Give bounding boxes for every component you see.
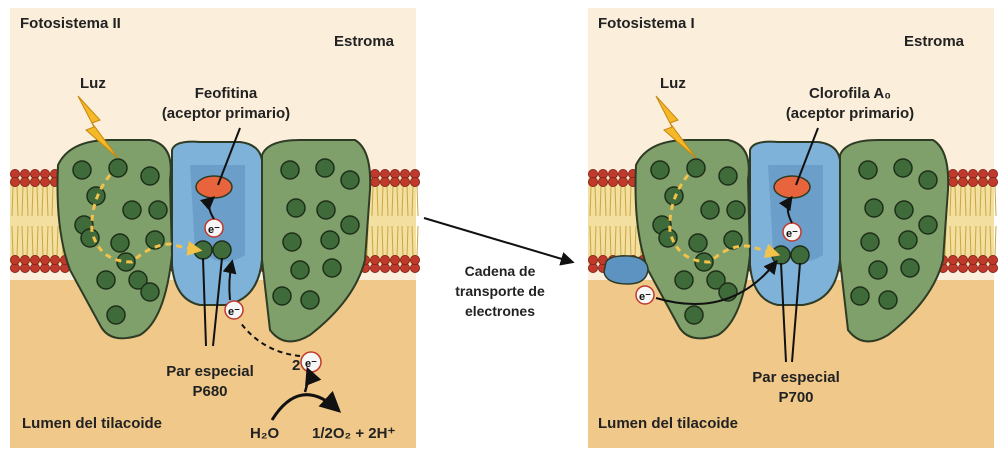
pheophytin-acceptor — [195, 175, 233, 199]
light-bolt-icon — [655, 95, 697, 159]
panel-title: Fotosistema II — [20, 15, 121, 32]
electron-icon — [635, 285, 655, 305]
photosystem-ii-panel: Luz e⁻ e⁻ 2 e⁻ Fotosistema II EstromaFeofitina… — [9, 8, 420, 448]
stroma-label: Estroma — [334, 33, 395, 50]
special-pair-p680-chl-1 — [193, 240, 213, 260]
lumen-background — [588, 280, 994, 448]
special-pair-p700-chl-1 — [771, 245, 791, 265]
lipid-head — [988, 176, 999, 187]
acceptor-role: (aceptor primario) — [162, 105, 290, 122]
lipid-head — [29, 176, 40, 187]
lipid-head — [608, 176, 619, 187]
transport-label-line2: transporte de — [455, 283, 545, 299]
electron-label: e⁻ — [228, 306, 240, 318]
stroma-label: Estroma — [904, 33, 965, 50]
electron-arrow — [778, 195, 793, 224]
acceptor-name: Clorofila A₀ — [809, 85, 891, 102]
electron-icon — [224, 300, 244, 320]
lipid-head — [958, 254, 969, 265]
water-label: H₂O — [250, 425, 279, 442]
lipid-head — [40, 176, 51, 187]
lipid-head — [958, 176, 969, 187]
electron-arrow — [199, 196, 216, 220]
lipid-head — [588, 254, 599, 265]
lipid-head — [389, 176, 400, 187]
lumen-background — [10, 280, 416, 448]
lipid-head — [988, 254, 999, 265]
lipid-head — [379, 254, 390, 265]
water-splitting-arrow — [270, 390, 342, 421]
electron-arrow — [222, 259, 237, 301]
chlorophyll-molecules — [72, 158, 360, 325]
electron-label: e⁻ — [639, 291, 651, 303]
lipid-head — [968, 254, 979, 265]
lipid-head — [618, 176, 629, 187]
special-pair-p700-chl-2 — [790, 245, 810, 265]
transport-label-line3: electrones — [465, 303, 535, 319]
acceptor-role: (aceptor primario) — [786, 105, 914, 122]
panel-title: Fotosistema I — [598, 15, 695, 32]
lipid-head — [9, 176, 20, 187]
lipid-head — [50, 254, 61, 265]
lipid-head — [968, 176, 979, 187]
acceptor-pointer-line — [795, 127, 819, 186]
products-label: 1/2O₂ + 2H⁺ — [312, 425, 395, 442]
special-pair-pointer — [791, 262, 801, 363]
special-pair-id: P680 — [192, 383, 227, 400]
electron-arrow — [655, 259, 778, 305]
plastocyanin-protein — [603, 255, 649, 285]
light-label: Luz — [80, 75, 106, 92]
lipid-head — [399, 254, 410, 265]
water-electron-dashed — [239, 321, 301, 357]
special-pair-label: Par especial — [166, 363, 254, 380]
lipid-head — [19, 254, 30, 265]
electron-release-arrow — [303, 366, 322, 393]
light-label: Luz — [660, 75, 686, 92]
lipid-head — [598, 176, 609, 187]
chlorophyll-a0-acceptor — [773, 175, 811, 199]
lipid-head — [948, 254, 959, 265]
lipid-head — [978, 254, 989, 265]
special-pair-label: Par especial — [752, 369, 840, 386]
lipid-head — [379, 176, 390, 187]
lipid-head — [389, 254, 400, 265]
electron-label: e⁻ — [208, 224, 220, 236]
lumen-label: Lumen del tilacoide — [598, 415, 738, 432]
lipid-head — [19, 176, 30, 187]
lipid-head — [409, 176, 420, 187]
light-bolt-icon — [77, 95, 119, 159]
pheophytin-pointer-line — [217, 127, 241, 186]
special-pair-p680-chl-2 — [212, 240, 232, 260]
special-pair-pointer — [202, 257, 207, 347]
two-electron-coefficient: 2 — [292, 357, 300, 374]
lumen-label: Lumen del tilacoide — [22, 415, 162, 432]
lipid-head — [948, 176, 959, 187]
lipid-head — [409, 254, 420, 265]
lipid-head — [369, 176, 380, 187]
lipid-head — [369, 254, 380, 265]
chlorophyll-molecules — [650, 158, 938, 325]
lipid-head — [40, 254, 51, 265]
lipid-head — [29, 254, 40, 265]
special-pair-pointer — [780, 262, 787, 363]
lipid-head — [978, 176, 989, 187]
lipid-head — [9, 254, 20, 265]
electron-label: e⁻ — [786, 228, 798, 240]
energy-transfer-path — [668, 174, 781, 264]
energy-transfer-path — [90, 174, 203, 264]
transport-label-line1: Cadena de — [465, 263, 536, 279]
special-pair-id: P700 — [778, 389, 813, 406]
special-pair-pointer — [212, 257, 223, 347]
electron-transport-chain: Cadena de transporte de electrones — [423, 217, 575, 319]
lipid-head — [399, 176, 410, 187]
lipid-head — [588, 176, 599, 187]
acceptor-name: Feofitina — [195, 85, 258, 102]
electron-label: e⁻ — [305, 358, 317, 370]
transport-arrow — [423, 217, 575, 266]
